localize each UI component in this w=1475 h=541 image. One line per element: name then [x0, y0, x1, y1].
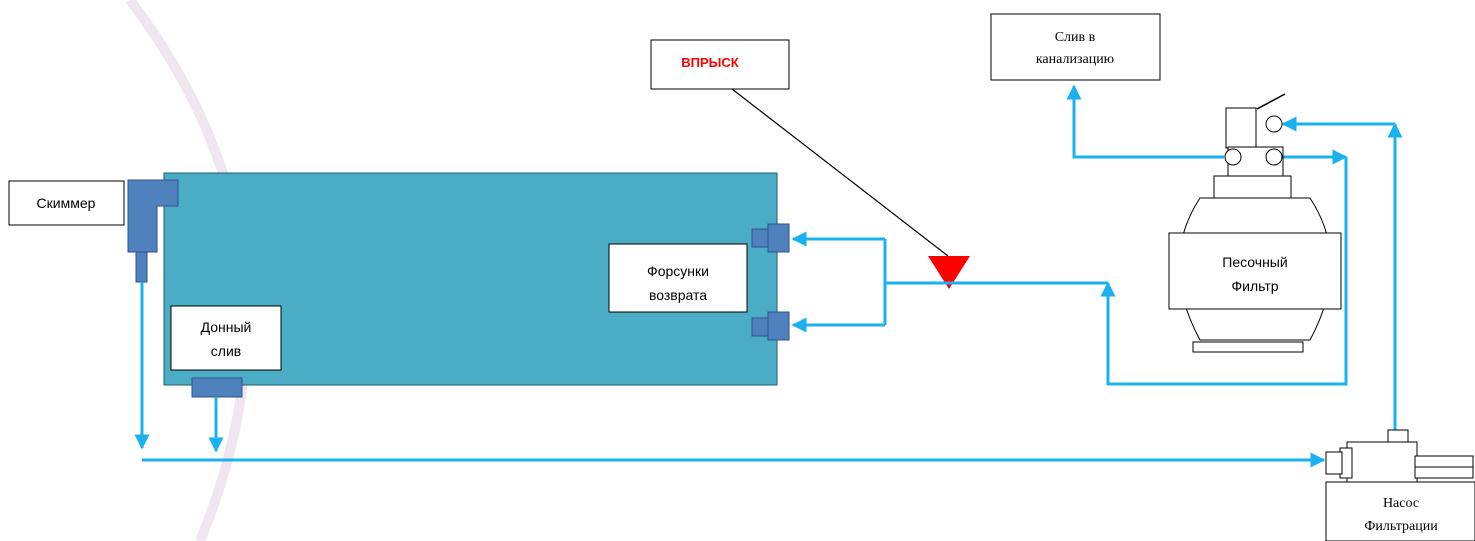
- return-jet-top: [751, 223, 790, 253]
- return-jet-bottom: [751, 311, 790, 341]
- sand-filter-label-line1: Песочный: [1222, 254, 1287, 270]
- injection-leader-line: [731, 88, 949, 257]
- injection-marker: [928, 256, 970, 289]
- sewer-drain-label-line1: Слив в: [1055, 30, 1096, 45]
- sand-filter-label-line2: Фильтр: [1231, 278, 1278, 294]
- bottom-drain-label-box: Донный слив: [170, 305, 282, 371]
- filtration-pump: Насос Фильтрации: [1325, 429, 1475, 541]
- skimmer-fitting: [127, 179, 179, 283]
- sewer-drain-label-box: Слив в канализацию: [990, 13, 1161, 81]
- sand-filter: Песочный Фильтр: [1168, 93, 1342, 353]
- pipe-filter-return-loop: [1100, 157, 1348, 386]
- injection-label: ВПРЫСК: [681, 55, 739, 70]
- skimmer-label: Скиммер: [37, 195, 96, 211]
- return-jets-label-line2: возврата: [649, 287, 707, 303]
- return-jets-label-box: Форсунки возврата: [608, 243, 748, 313]
- injection-label-box: ВПРЫСК: [650, 39, 790, 90]
- skimmer-label-box: Скиммер: [8, 180, 125, 226]
- pump-label-line2: Фильтрации: [1364, 519, 1438, 534]
- bottom-drain-fitting: [191, 377, 243, 398]
- sewer-drain-label-line2: канализацию: [1036, 52, 1114, 67]
- pump-label-line1: Насос: [1383, 496, 1419, 511]
- return-jets-label-line1: Форсунки: [647, 263, 709, 279]
- bottom-drain-label-line2: слив: [211, 343, 241, 359]
- bottom-drain-label-line1: Донный: [201, 319, 252, 335]
- pipe-to-sewer: [1066, 84, 1224, 159]
